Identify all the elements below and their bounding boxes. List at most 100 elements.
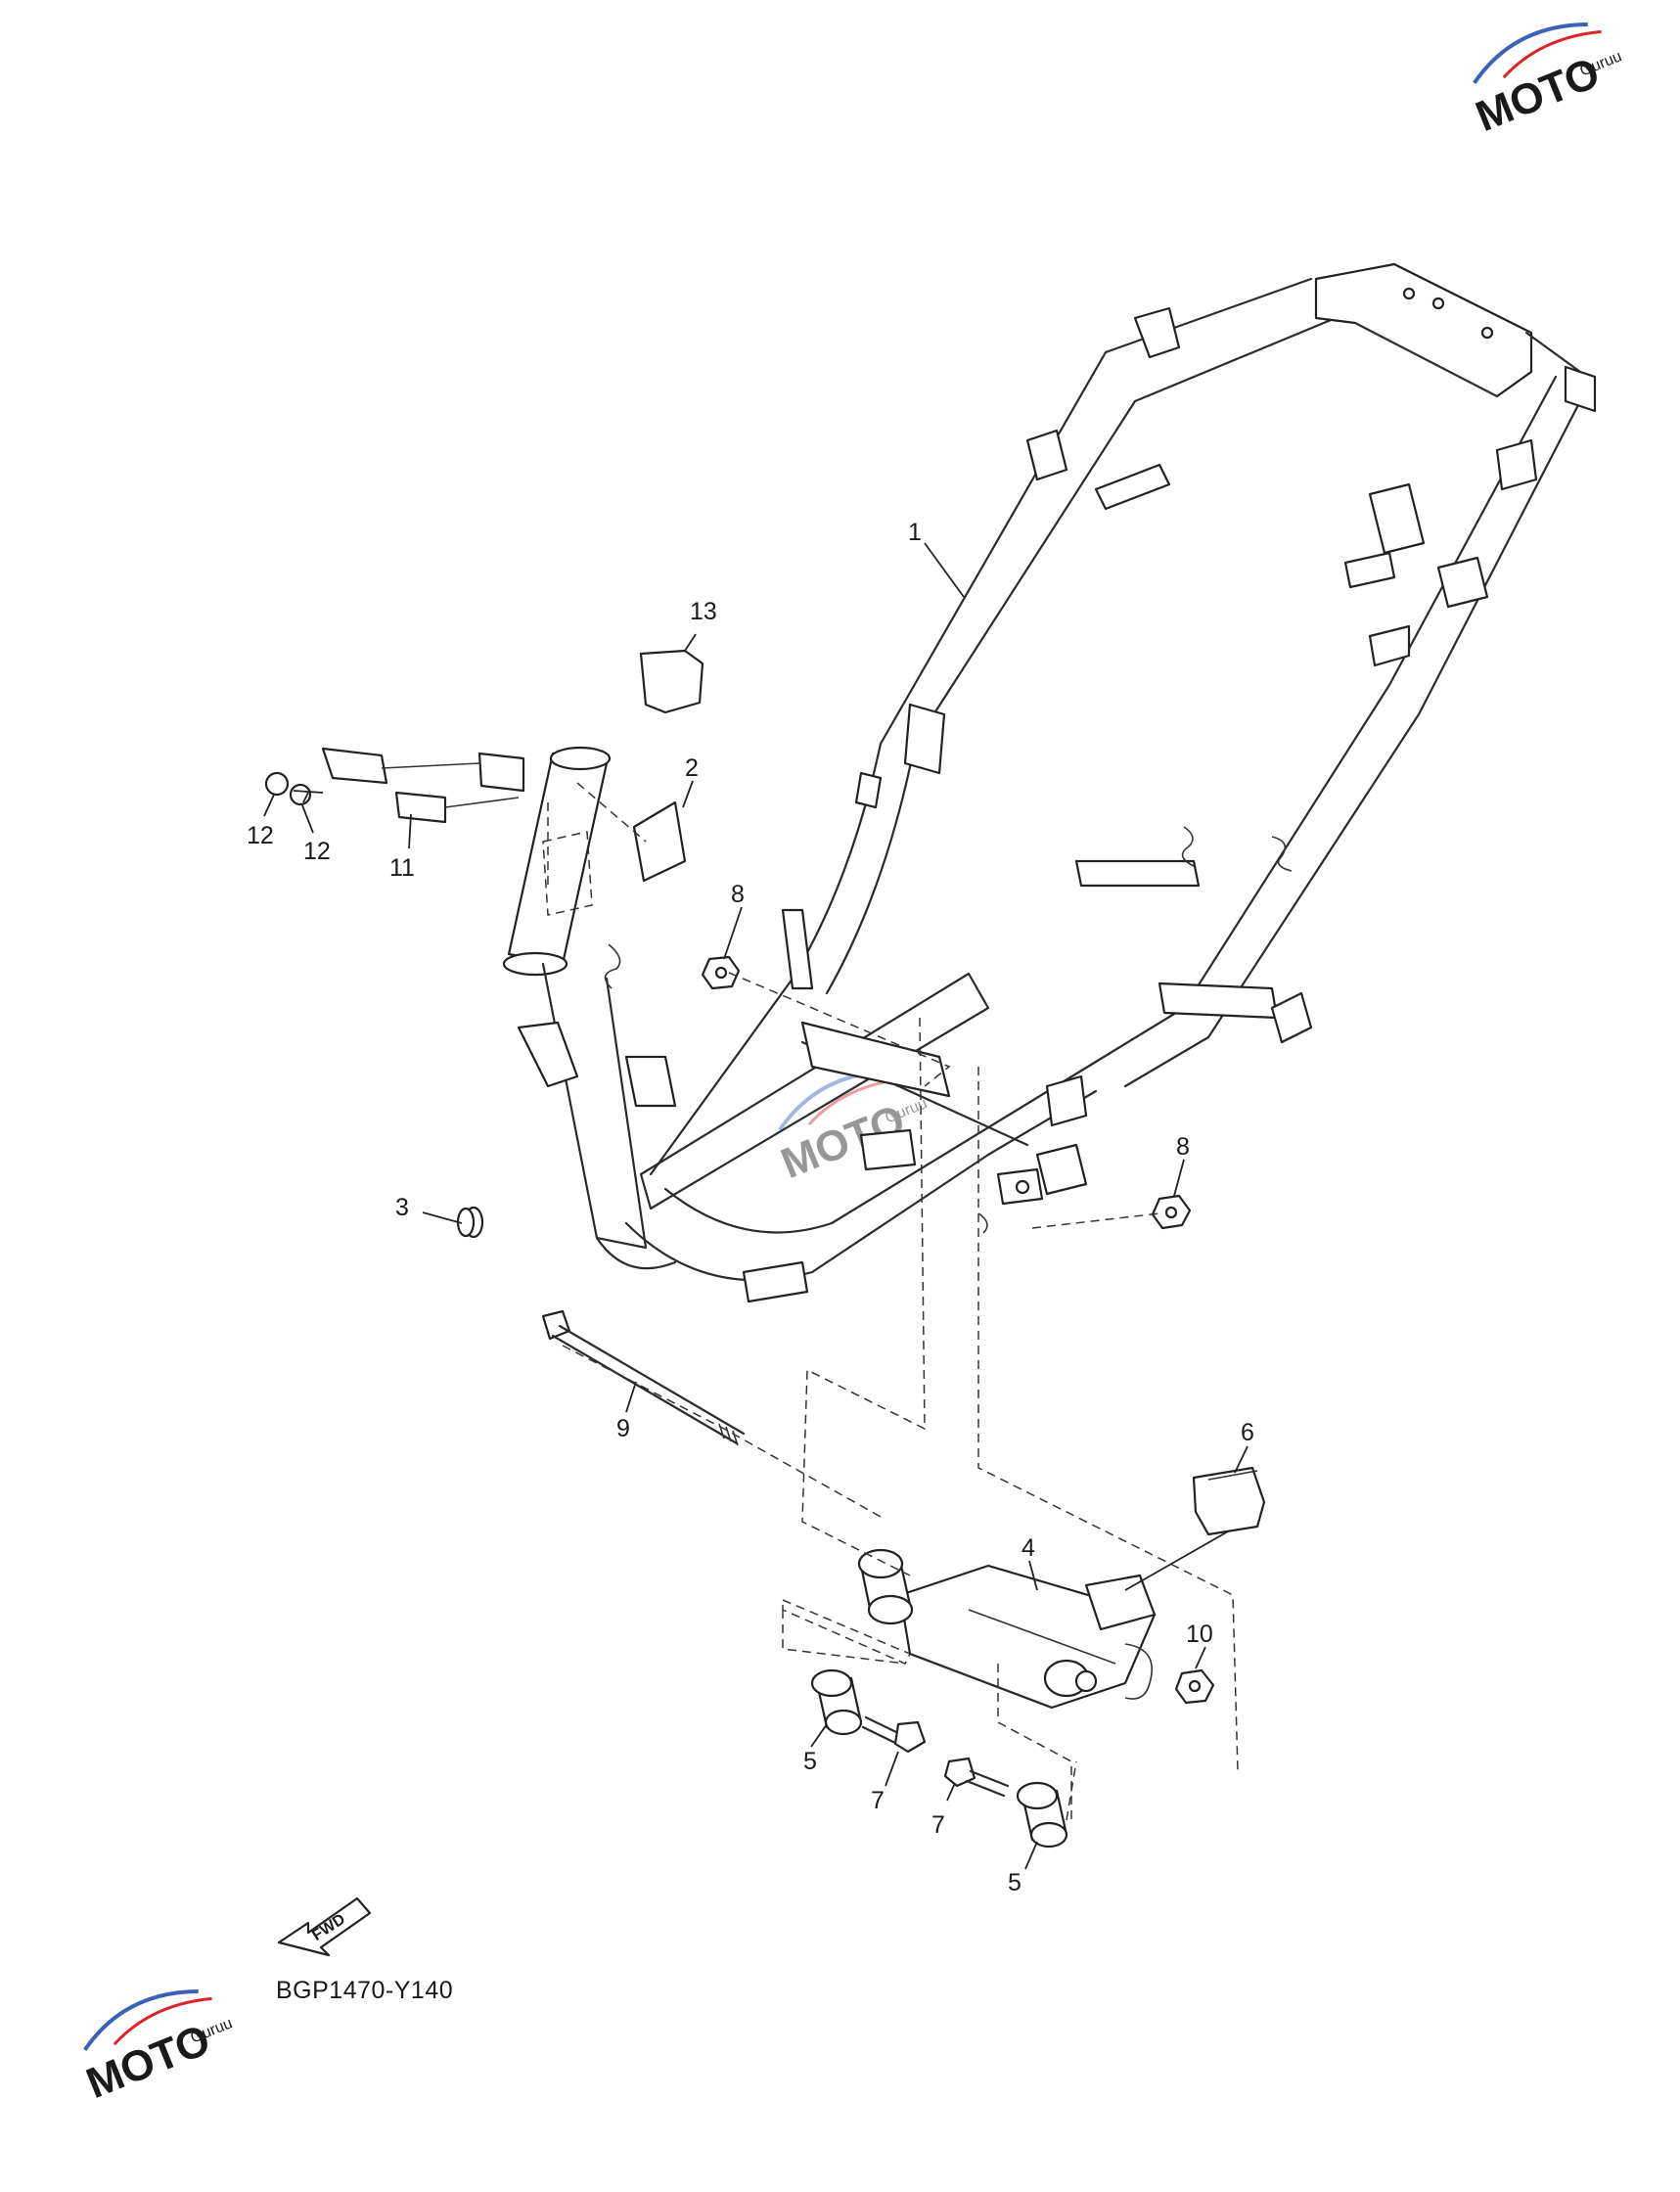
leader-13 <box>684 633 697 652</box>
cable-clip <box>1271 836 1293 872</box>
rear-hole <box>1402 287 1416 300</box>
frame-bracket <box>1495 438 1538 491</box>
frame-bracket <box>1035 1143 1088 1196</box>
left-rail-upper-inner <box>913 316 1338 746</box>
frame-bracket <box>854 771 883 809</box>
watermark-bottom-left: MOTO Guruu <box>80 1988 235 2108</box>
cable-clip <box>604 943 621 989</box>
bracket-hook <box>1124 1643 1153 1700</box>
frame-bracket <box>1094 463 1171 511</box>
leader-11 <box>408 813 412 849</box>
cable-clip <box>1181 826 1195 867</box>
footrest-bracket <box>1074 859 1201 888</box>
part-11-bracket-a <box>321 747 388 785</box>
rear-hole <box>1480 326 1494 340</box>
part-5-bushing-top <box>857 1548 914 1625</box>
leader-8b <box>1173 1159 1185 1197</box>
callout-5b: 5 <box>1008 1869 1022 1896</box>
part-7-bolt-left <box>861 1715 927 1754</box>
floor-rail-front-inner <box>663 1060 1098 1234</box>
rubber-edge <box>1207 1470 1258 1481</box>
callout-13: 13 <box>690 598 717 625</box>
leader-5b <box>1024 1841 1038 1870</box>
leader-2 <box>682 780 694 808</box>
part-11-bracket-b <box>394 791 447 824</box>
right-rail-inner <box>1123 399 1582 1088</box>
callout-7a: 7 <box>871 1787 885 1814</box>
frame-bracket <box>742 1260 809 1303</box>
leader-7b <box>946 1782 956 1802</box>
callout-11: 11 <box>389 854 415 882</box>
cable-clip <box>977 1212 988 1234</box>
leader-lines <box>263 542 1249 1870</box>
part-4-engine-bracket <box>898 1564 1157 1710</box>
leader-7a <box>885 1751 899 1787</box>
leader-5a <box>810 1723 828 1748</box>
part-2-plate <box>632 800 687 883</box>
callout-12b: 12 <box>303 838 331 865</box>
callout-labels: 1 2 3 4 5 5 6 7 7 8 8 9 10 11 12 12 13 <box>247 519 1254 1896</box>
bracket-tube <box>908 1652 1054 1710</box>
cross-member-plate <box>800 1021 951 1098</box>
right-rail <box>1094 375 1558 1064</box>
part-6-rubber-block <box>1192 1466 1266 1536</box>
diagram-code: BGP1470-Y140 <box>276 1977 453 2004</box>
callout-12a: 12 <box>247 822 274 849</box>
watermark-top-right: MOTO Guruu <box>1470 22 1624 141</box>
frame-bracket <box>1343 551 1396 589</box>
callout-10: 10 <box>1186 1621 1213 1648</box>
part-5-bushing-right <box>1016 1781 1068 1849</box>
part-9-long-bolt <box>541 1309 746 1446</box>
footrest-mount <box>1270 991 1313 1044</box>
floor-rail-front <box>624 1089 1098 1282</box>
callout-3: 3 <box>395 1194 409 1221</box>
frame-bracket-plate <box>903 703 946 775</box>
nut-hole <box>1188 1679 1202 1693</box>
nut-hole <box>714 966 728 980</box>
frame-bracket <box>517 1021 579 1088</box>
leader-8a <box>723 906 743 960</box>
frame-bracket <box>1368 482 1426 555</box>
part-7-bolt-right <box>943 1757 1010 1798</box>
frame-bracket <box>1436 556 1489 609</box>
leader-12b <box>301 804 314 834</box>
callout-7b: 7 <box>931 1811 945 1839</box>
part-5-bushing-left <box>810 1668 863 1736</box>
part-13-bracket-cap <box>639 649 704 714</box>
leader-10 <box>1195 1646 1206 1669</box>
bolt-head <box>541 1309 571 1341</box>
leader-4 <box>1028 1560 1038 1591</box>
frame-bracket <box>1368 624 1411 667</box>
frame-bracket <box>624 1055 677 1108</box>
part-11-bracket-c <box>477 752 525 793</box>
fwd-arrow-icon <box>277 1896 372 1957</box>
bracket-link <box>381 762 480 769</box>
bolt-shaft <box>558 1324 746 1436</box>
bracket-top-plate <box>1084 1574 1157 1631</box>
bracket-link <box>444 797 520 808</box>
leader-12-join <box>293 790 324 803</box>
head-pipe-top <box>549 746 612 771</box>
bracket-edge <box>968 1609 1116 1665</box>
frame-bracket <box>1045 1074 1088 1127</box>
part-12-bolt-a <box>264 771 290 797</box>
left-rail-lower-inner <box>825 742 917 995</box>
bolt-shaft <box>551 1334 739 1445</box>
callout-1: 1 <box>908 519 922 546</box>
leader-1 <box>924 542 965 598</box>
leader-6 <box>1234 1445 1249 1474</box>
main-frame <box>502 262 1597 1303</box>
left-rail-upper <box>879 277 1313 746</box>
leader-6-to-bracket <box>1124 1530 1229 1591</box>
footrest-bracket <box>1158 982 1279 1020</box>
rear-cross-member <box>1314 262 1533 398</box>
leader-12a <box>263 794 275 817</box>
callout-9: 9 <box>616 1415 630 1442</box>
frame-bracket <box>859 1128 917 1171</box>
frame-bracket <box>1025 429 1068 481</box>
leader-9 <box>625 1381 637 1413</box>
nut-hole <box>1164 1206 1178 1219</box>
fwd-direction-arrow: FWD <box>277 1896 372 1957</box>
